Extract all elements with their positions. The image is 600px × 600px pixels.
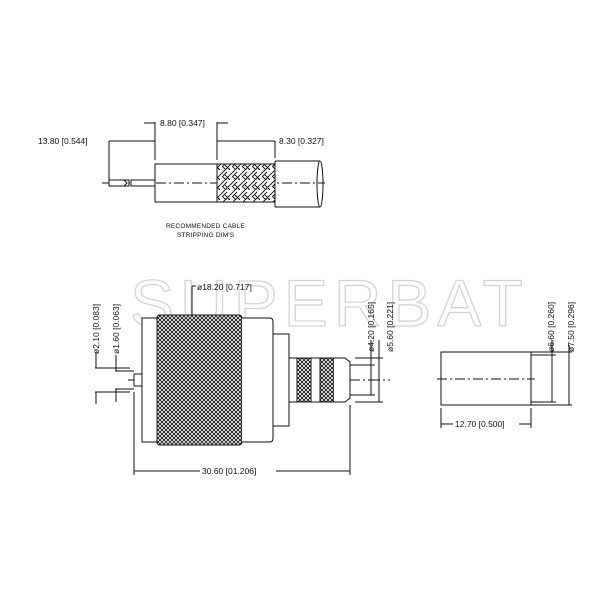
- dim-crimp-outer: ø5.60 [0.221]: [385, 302, 395, 352]
- stripping-note-line1: RECOMMENDED CABLE: [166, 223, 245, 230]
- dim-pin-inner: ø1.60 [0.063]: [111, 304, 121, 354]
- dim-ferrule-inner: ø6.60 [0.260]: [546, 302, 556, 352]
- dim-stripping-total: 13.80 [0.544]: [38, 136, 88, 146]
- stripping-note-line2: STRIPPING DIM'S: [177, 232, 235, 239]
- dim-body-diameter: ø18.20 [0.717]: [197, 282, 252, 292]
- dim-ferrule-outer: ø7.50 [0.296]: [566, 302, 576, 352]
- dim-stripping-dielectric: 8.80 [0.347]: [160, 118, 205, 128]
- dim-ferrule-length: 12.70 [0.500]: [455, 419, 505, 429]
- ferrule-drawing: [437, 340, 572, 428]
- dim-connector-length: 30.60 [01.206]: [202, 466, 256, 476]
- dim-stripping-braid: 8.30 [0.327]: [279, 136, 324, 146]
- stripping-diagram: [102, 122, 325, 208]
- dim-pin-outer: ø2.10 [0.083]: [91, 304, 101, 354]
- connector-drawing: [95, 285, 390, 475]
- dim-crimp-inner: ø4.20 [0.165]: [366, 302, 376, 352]
